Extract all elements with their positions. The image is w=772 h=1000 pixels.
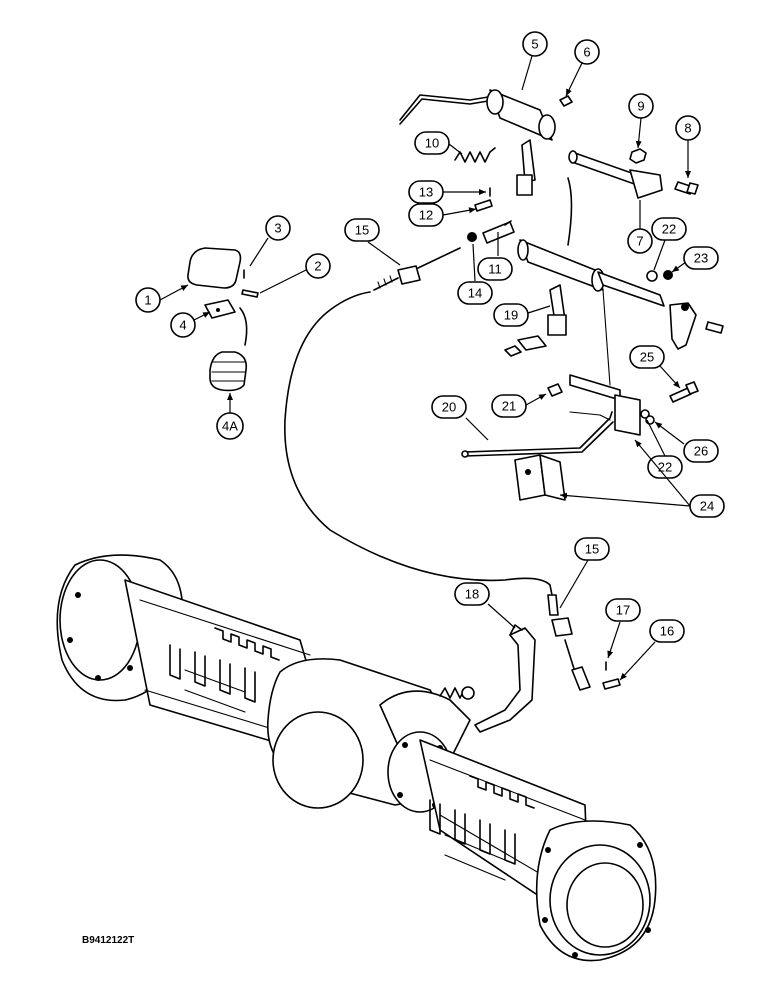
callout-7-label: 7	[636, 234, 643, 249]
callout-1: 1	[135, 284, 189, 313]
callout-9-label: 9	[637, 99, 644, 114]
brake-lever-18	[474, 624, 536, 733]
brake-cable-15	[284, 247, 591, 691]
pin-16	[602, 678, 621, 690]
bracket-line-4	[239, 307, 248, 346]
washer-22-lower	[640, 409, 650, 419]
callout-11-label: 11	[488, 262, 502, 277]
callout-9: 9	[628, 93, 654, 149]
callout-23-label: 23	[694, 251, 708, 266]
callout-11: 11	[477, 232, 513, 281]
boot-4a	[209, 351, 248, 392]
callout-3-label: 3	[274, 221, 281, 236]
callout-18-label: 18	[465, 587, 479, 602]
bracket-line-upper	[567, 177, 573, 246]
block-24	[514, 454, 566, 501]
bracket-arm-right	[669, 302, 724, 350]
park-brake-lever-5	[399, 89, 556, 196]
bolt-25	[669, 381, 699, 403]
callout-22-lower: 22	[646, 419, 683, 479]
rod-20	[461, 411, 614, 458]
link-rod-19	[602, 289, 611, 386]
callout-19: 19	[493, 303, 551, 327]
callout-21-label: 21	[502, 399, 516, 414]
pin-2	[241, 289, 259, 298]
callout-24-label: 24	[700, 499, 714, 514]
callout-16: 16	[619, 619, 685, 681]
callout-13-label: 13	[419, 185, 433, 200]
cover-plate-1	[187, 247, 242, 289]
callout-14: 14	[457, 243, 493, 305]
lever-19	[504, 239, 665, 357]
callout-15-upper: 15	[344, 218, 401, 266]
clevis-4	[204, 299, 236, 319]
callout-17: 17	[605, 598, 641, 659]
callout-22-upper: 22	[651, 217, 687, 271]
callout-22-upper-label: 22	[662, 222, 676, 237]
axle-assembly	[56, 554, 657, 962]
callout-8-label: 8	[684, 121, 691, 136]
washer-22-upper	[646, 270, 658, 282]
callout-26-label: 26	[694, 444, 708, 459]
callout-1-label: 1	[144, 293, 151, 308]
callout-2-label: 2	[314, 259, 321, 274]
callout-10: 10	[414, 131, 463, 155]
bolt-8	[674, 181, 699, 195]
center-differential	[267, 658, 475, 813]
callout-26: 26	[654, 421, 719, 463]
callout-4a-label: 4A	[222, 419, 238, 434]
callout-21: 21	[491, 393, 547, 418]
callout-23: 23	[671, 246, 719, 273]
callout-25-label: 25	[640, 350, 654, 365]
callout-12: 12	[408, 203, 477, 227]
callout-4: 4	[170, 311, 211, 338]
callout-2: 2	[259, 253, 331, 294]
callout-20-label: 20	[442, 400, 456, 415]
callout-5: 5	[521, 31, 548, 91]
callout-6: 6	[565, 39, 600, 97]
callout-14-label: 14	[468, 286, 482, 301]
callout-7: 7	[627, 200, 653, 254]
callout-13: 13	[408, 180, 486, 204]
right-hub	[535, 820, 657, 962]
callout-15-lower: 15	[559, 537, 610, 609]
callout-6-label: 6	[583, 45, 590, 60]
callout-25: 25	[629, 345, 681, 389]
callout-18: 18	[454, 582, 516, 629]
callout-5-label: 5	[531, 37, 538, 52]
callout-16-label: 16	[660, 624, 674, 639]
callout-19-label: 19	[504, 308, 518, 323]
callout-10-label: 10	[425, 136, 439, 151]
grease-fitting-6	[559, 95, 573, 107]
bracket-21	[547, 374, 641, 436]
callout-20: 20	[431, 395, 489, 441]
spring-10	[454, 147, 496, 163]
nut-23	[663, 270, 673, 280]
callout-17-label: 17	[616, 603, 630, 618]
callout-22-lower-label: 22	[658, 460, 672, 475]
callout-4a: 4A	[216, 393, 244, 440]
callout-24: 24	[559, 439, 725, 518]
callout-15-upper-label: 15	[355, 223, 369, 238]
drawing-code: B9412122T	[82, 935, 134, 946]
nut-14	[467, 232, 477, 242]
callout-4-label: 4	[179, 318, 186, 333]
callout-8: 8	[675, 115, 701, 178]
callout-15-lower-label: 15	[585, 542, 599, 557]
nut-9	[629, 148, 647, 164]
callout-12-label: 12	[419, 208, 433, 223]
shaft-7	[568, 150, 663, 199]
pin-12	[474, 199, 493, 212]
callout-3: 3	[249, 215, 291, 267]
